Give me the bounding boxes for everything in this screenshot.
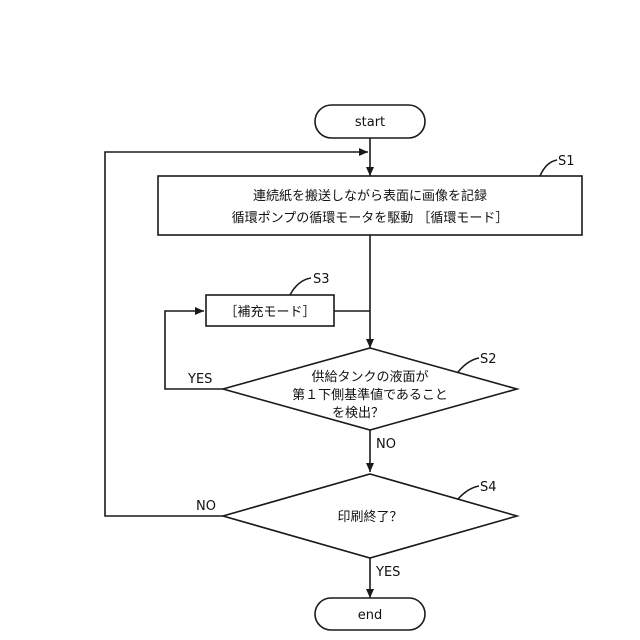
s4-yes-label: YES <box>375 565 400 580</box>
s2-tag: S2 <box>480 352 497 367</box>
process-s3: ［補充モード］ <box>206 295 334 326</box>
s2-line-2: 第１下側基準値であること <box>292 387 448 403</box>
s4-tag-leader <box>458 486 479 499</box>
end-terminator: end <box>315 598 425 630</box>
s1-tag: S1 <box>558 154 575 169</box>
s3-tag: S3 <box>313 272 330 287</box>
s4-tag: S4 <box>480 480 497 495</box>
s2-line-3: を検出？ <box>332 406 384 421</box>
start-terminator: start <box>315 105 425 138</box>
s4-label: 印刷終了？ <box>337 509 402 525</box>
decision-s4: 印刷終了？ <box>223 474 517 558</box>
s2-tag-leader <box>458 358 479 372</box>
start-label: start <box>355 115 385 130</box>
s2-yes-label: YES <box>187 372 212 387</box>
s1-line-2: 循環ポンプの循環モータを駆動 ［循環モード］ <box>232 211 509 226</box>
s3-tag-leader <box>290 278 311 295</box>
s2-line-1: 供給タンクの液面が <box>311 370 428 385</box>
s2-no-label: NO <box>376 437 396 452</box>
s1-line-1: 連続紙を搬送しながら表面に画像を記録 <box>253 188 487 204</box>
s4-no-label: NO <box>196 499 216 514</box>
s3-label: ［補充モード］ <box>224 304 315 320</box>
end-label: end <box>358 608 383 623</box>
process-s1: 連続紙を搬送しながら表面に画像を記録 循環ポンプの循環モータを駆動 ［循環モード… <box>158 176 582 235</box>
s1-tag-leader <box>540 160 557 176</box>
